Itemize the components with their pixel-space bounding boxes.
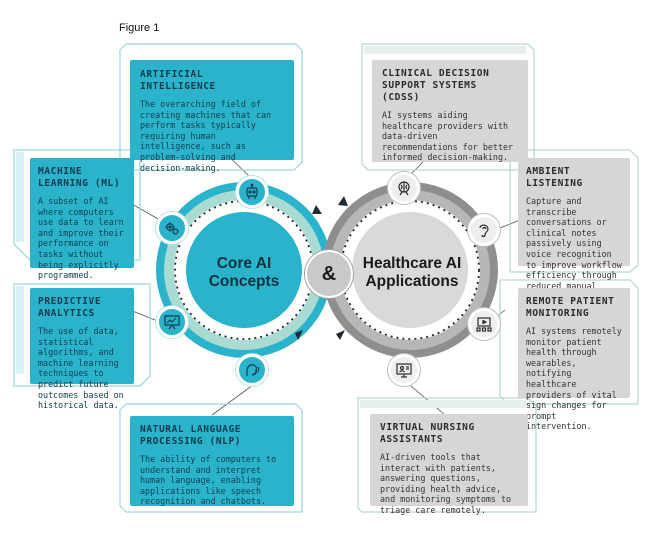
concept-title: ARTIFICIAL INTELLIGENCE <box>140 69 216 92</box>
title-line: PREDICTIVE <box>38 296 102 307</box>
brain-decision-icon <box>388 172 420 204</box>
title-line: Concepts <box>208 273 280 290</box>
application-description: AI systems remotely monitor patient heal… <box>526 326 622 432</box>
title-line: REMOTE PATIENT <box>526 296 615 307</box>
title-line: Applications <box>365 273 459 290</box>
title-line: ASSISTANTS <box>380 434 444 445</box>
monitor-devices-icon <box>468 308 500 340</box>
application-description: AI-driven tools that interact with patie… <box>380 452 512 515</box>
application-description: Capture and transcribe conversations or … <box>526 196 622 301</box>
concept-title: NATURAL LANGUAGE PROCESSING (NLP) <box>140 424 284 448</box>
concept-description: The overarching field of creating machin… <box>140 99 272 173</box>
application-box-cdss: CLINICAL DECISION SUPPORT SYSTEMS (CDSS)… <box>372 60 528 162</box>
ampersand: & <box>321 262 337 285</box>
application-title: AMBIENT LISTENING <box>526 166 622 190</box>
application-box-ambient-listening: AMBIENT LISTENING Capture and transcribe… <box>518 158 630 301</box>
core-ai-concepts-title: Core AI Concepts <box>196 255 292 291</box>
application-title: REMOTE PATIENT MONITORING <box>526 296 622 320</box>
title-line: SUPPORT SYSTEMS (CDSS) <box>382 80 477 103</box>
title-line: VIRTUAL NURSING <box>380 422 475 433</box>
title-line: Healthcare AI <box>362 255 462 272</box>
concept-description: The use of data, statistical algorithms,… <box>38 326 124 411</box>
speaking-head-icon <box>236 354 268 386</box>
ai-frame-pale-fills <box>16 152 24 374</box>
ai-rings <box>156 182 332 358</box>
title-line: LEARNING (ML) <box>38 178 121 189</box>
robot-icon <box>236 176 268 208</box>
concept-title: MACHINE LEARNING (ML) <box>38 166 126 190</box>
ampersand-badge: & <box>305 250 353 298</box>
title-line: Core AI <box>216 255 272 272</box>
gears-icon <box>156 212 188 244</box>
concept-title: PREDICTIVE ANALYTICS <box>38 296 126 320</box>
concept-box-artificial-intelligence: ARTIFICIAL INTELLIGENCE The overarching … <box>130 60 294 173</box>
concept-box-predictive-analytics: PREDICTIVE ANALYTICS The use of data, st… <box>30 288 134 410</box>
analytics-board-icon <box>156 306 188 338</box>
title-line: CLINICAL DECISION <box>382 68 490 79</box>
title-line: MONITORING <box>526 308 590 319</box>
ear-icon <box>468 214 500 246</box>
application-description: AI systems aiding healthcare providers w… <box>382 110 514 163</box>
title-line: ANALYTICS <box>38 308 95 319</box>
ring-arrows <box>295 196 348 340</box>
hc-frame-pale-fills <box>360 46 526 408</box>
application-box-virtual-nursing: VIRTUAL NURSING ASSISTANTS AI-driven too… <box>370 414 528 515</box>
application-title: CLINICAL DECISION SUPPORT SYSTEMS (CDSS) <box>382 68 518 104</box>
concept-description: A subset of AI where computers use data … <box>38 196 124 281</box>
application-title: VIRTUAL NURSING ASSISTANTS <box>380 422 518 446</box>
title-line: NATURAL LANGUAGE <box>140 424 242 435</box>
concept-description: The ability of computers to understand a… <box>140 454 277 507</box>
figure-label: Figure 1 <box>119 22 160 34</box>
healthcare-ai-applications-title: Healthcare AI Applications <box>356 255 468 291</box>
concept-box-nlp: NATURAL LANGUAGE PROCESSING (NLP) The ab… <box>130 416 294 506</box>
title-line: AMBIENT <box>526 166 571 177</box>
application-box-remote-monitoring: REMOTE PATIENT MONITORING AI systems rem… <box>518 288 630 431</box>
title-line: PROCESSING (NLP) <box>140 436 242 447</box>
title-line: MACHINE <box>38 166 83 177</box>
title-line: LISTENING <box>526 178 583 189</box>
hc-rings <box>322 182 498 358</box>
video-call-icon <box>388 354 420 386</box>
concept-box-machine-learning: MACHINE LEARNING (ML) A subset of AI whe… <box>30 158 134 280</box>
